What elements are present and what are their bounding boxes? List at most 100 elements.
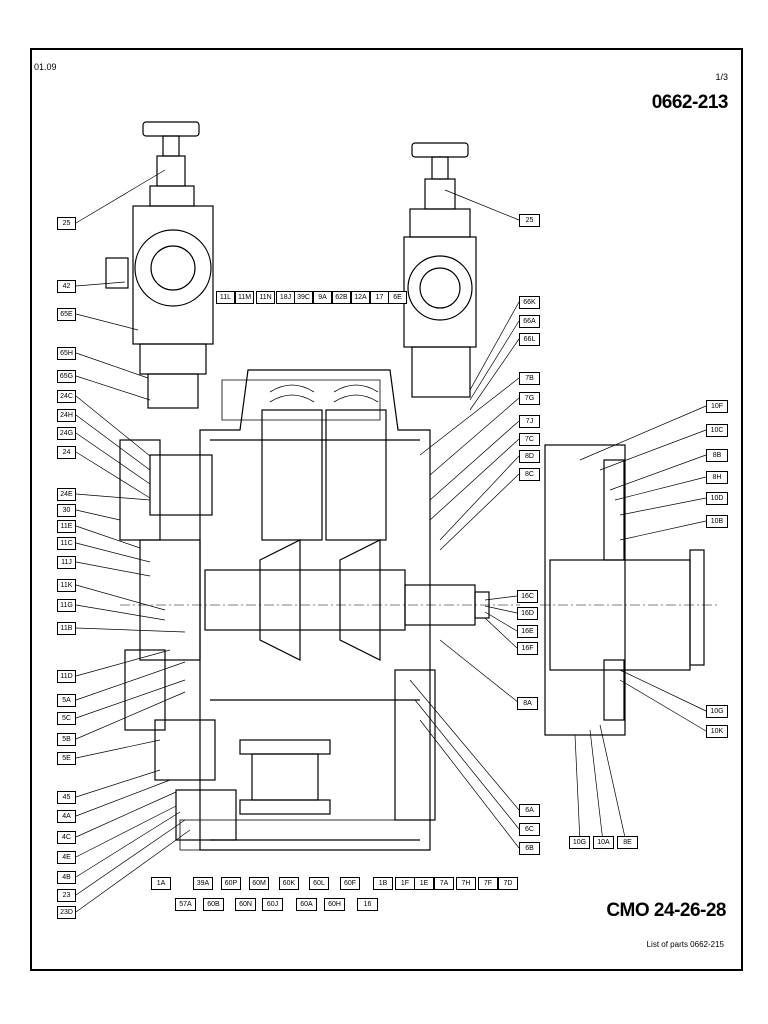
- callout-bottom-row2: 60H: [324, 898, 345, 911]
- callout-left: 5C: [57, 712, 76, 725]
- crankcase-housing: [119, 369, 431, 851]
- callout-bottom-row2: 60B: [203, 898, 224, 911]
- callout-bottom-row2: 57A: [175, 898, 196, 911]
- right-valve: [403, 142, 477, 398]
- callout-left: 4A: [57, 810, 76, 823]
- callout-bottom-row1: 1A: [151, 877, 171, 890]
- document-date: 01.09: [34, 62, 57, 72]
- callout-right-upper: 7C: [519, 433, 540, 446]
- callout-bottom-row1: 60L: [309, 877, 329, 890]
- callout-left: 11D: [57, 670, 76, 683]
- callout-top-row: 62B: [332, 291, 351, 304]
- callout-detail-right: 10G: [706, 705, 728, 718]
- callout-bottom-row1: 7D: [498, 877, 518, 890]
- callout-left: 24G: [57, 427, 76, 440]
- callout-right-lower: 6A: [519, 804, 540, 817]
- callout-right-upper: 7B: [519, 372, 540, 385]
- callout-detail-bottom: 8E: [617, 836, 638, 849]
- page-number: 1/3: [715, 72, 728, 82]
- callout-bottom-row2: 60A: [296, 898, 317, 911]
- callout-detail-right: 8H: [706, 471, 728, 484]
- callout-left: 4E: [57, 851, 76, 864]
- callout-right-upper: 66K: [519, 296, 540, 309]
- callout-right-lower: 6C: [519, 823, 540, 836]
- callout-left: 11K: [57, 579, 76, 592]
- callout-right-lower: 6B: [519, 842, 540, 855]
- callout-left: 65H: [57, 347, 76, 360]
- callout-left: 42: [57, 280, 76, 293]
- callout-bottom-row2: 16: [357, 898, 378, 911]
- callout-detail-right: 10C: [706, 424, 728, 437]
- callout-detail-right: 8B: [706, 449, 728, 462]
- callout-bottom-row1: 39A: [193, 877, 213, 890]
- crankshaft: [120, 539, 520, 661]
- callout-bottom-row1: 7F: [478, 877, 498, 890]
- callout-left: 24E: [57, 488, 76, 501]
- callout-bottom-row1: 1B: [373, 877, 393, 890]
- callout-detail-right: 10B: [706, 515, 728, 528]
- callout-bottom-row1: 1E: [414, 877, 434, 890]
- callout-right-upper: 8D: [519, 450, 540, 463]
- callout-bottom-row1: 7H: [456, 877, 476, 890]
- callout-left: 11C: [57, 537, 76, 550]
- callout-top-row: 39C: [294, 291, 313, 304]
- callout-top-row: 11L: [216, 291, 235, 304]
- callout-right-shaft: 16F: [517, 642, 538, 655]
- callout-bottom-row1: 60K: [279, 877, 299, 890]
- callout-left: 25: [57, 217, 76, 230]
- callout-right-shaft: 16D: [517, 607, 538, 620]
- callout-top-row: 12A: [351, 291, 370, 304]
- callout-top-row: 11M: [235, 291, 254, 304]
- callout-detail-bottom: 10G: [569, 836, 590, 849]
- callout-left: 11G: [57, 599, 76, 612]
- callout-left: 45: [57, 791, 76, 804]
- callout-bottom-row2: 60J: [262, 898, 283, 911]
- callout-detail-right: 10D: [706, 492, 728, 505]
- callout-right-upper: 25: [519, 214, 540, 227]
- callout-top-row: 9A: [313, 291, 332, 304]
- callout-left: 5E: [57, 752, 76, 765]
- callout-left: 65G: [57, 370, 76, 383]
- callout-bottom-row2: 60N: [235, 898, 256, 911]
- drawing-sheet-frame: [30, 48, 743, 971]
- drawing-number: 0662-213: [651, 92, 729, 113]
- callout-top-row: 18J: [276, 291, 295, 304]
- callout-left: 24: [57, 446, 76, 459]
- leader-lines: [75, 169, 707, 913]
- callout-left: 4C: [57, 831, 76, 844]
- callout-left: 11E: [57, 520, 76, 533]
- callout-left: 4B: [57, 871, 76, 884]
- callout-left: 5A: [57, 694, 76, 707]
- callout-right-upper: 66L: [519, 333, 540, 346]
- callout-bottom-row1: 7A: [434, 877, 454, 890]
- parts-list-reference: List of parts 0662-215: [646, 940, 724, 949]
- callout-right-shaft: 16C: [517, 590, 538, 603]
- callout-bottom-row1: 1F: [395, 877, 415, 890]
- callout-top-row: 17: [370, 291, 389, 304]
- model-title: CMO 24-26-28: [606, 900, 726, 921]
- callout-right-shaft: 16E: [517, 625, 538, 638]
- callout-detail-right: 10F: [706, 400, 728, 413]
- callout-bottom-row1: 60M: [249, 877, 269, 890]
- oil-filter-assembly: [239, 669, 436, 821]
- callout-right-upper: 66A: [519, 315, 540, 328]
- callout-left: 30: [57, 504, 76, 517]
- callout-top-row: 6E: [388, 291, 407, 304]
- callout-left: 24C: [57, 390, 76, 403]
- callout-right-shaft: 8A: [517, 697, 538, 710]
- left-valve: [105, 121, 214, 409]
- callout-right-upper: 7J: [519, 415, 540, 428]
- callout-bottom-row1: 60P: [221, 877, 241, 890]
- callout-left: 23D: [57, 906, 76, 919]
- callout-detail-bottom: 10A: [593, 836, 614, 849]
- callout-top-row: 11N: [256, 291, 275, 304]
- callout-bottom-row1: 60F: [340, 877, 360, 890]
- callout-left: 11J: [57, 556, 76, 569]
- callout-detail-right: 10K: [706, 725, 728, 738]
- callout-right-upper: 8C: [519, 468, 540, 481]
- callout-right-upper: 7G: [519, 392, 540, 405]
- callout-left: 23: [57, 889, 76, 902]
- callout-left: 5B: [57, 733, 76, 746]
- callout-left: 65E: [57, 308, 76, 321]
